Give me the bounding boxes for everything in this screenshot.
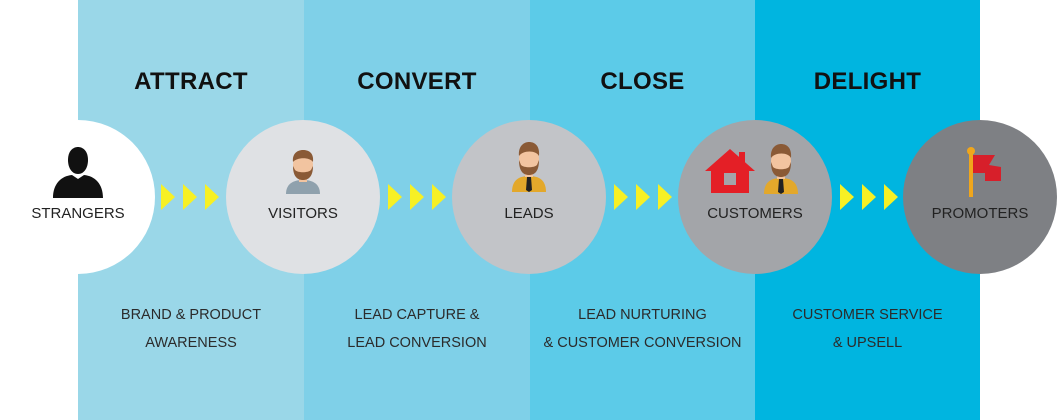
node-label: PROMOTERS [931, 205, 1029, 222]
businessman-with-tie-icon [764, 144, 798, 194]
arrow-group-1 [161, 184, 223, 210]
bearded-man-icon [286, 150, 320, 194]
house-icon [705, 149, 755, 193]
node-label: CUSTOMERS [707, 205, 803, 222]
stage-description: LEAD CAPTURE & LEAD CONVERSION [347, 307, 487, 351]
stage-description: BRAND & PRODUCT AWARENESS [120, 307, 262, 351]
stage-title: CONVERT [357, 68, 477, 95]
node-visitors: VISITORS [226, 120, 380, 274]
triple-chevron-icon [614, 184, 672, 210]
arrow-group-4 [840, 184, 902, 210]
node-label: VISITORS [268, 205, 338, 222]
node-promoters: PROMOTERS [903, 120, 1057, 274]
triple-chevron-icon [840, 184, 898, 210]
businessman-with-tie-icon [512, 142, 546, 192]
node-strangers: STRANGERS [1, 120, 155, 274]
arrow-group-2 [388, 184, 450, 210]
red-flag-icon [967, 147, 1001, 197]
triple-chevron-icon [161, 184, 219, 210]
node-customers: CUSTOMERS [678, 120, 832, 274]
node-label: STRANGERS [31, 205, 125, 222]
stage-description: CUSTOMER SERVICE & UPSELL [792, 307, 943, 351]
node-label: LEADS [504, 205, 554, 222]
triple-chevron-icon [388, 184, 446, 210]
stage-title: ATTRACT [134, 68, 248, 95]
node-leads: LEADS [452, 120, 606, 274]
arrow-group-3 [614, 184, 676, 210]
stage-title: CLOSE [600, 68, 685, 95]
stage-description: LEAD NURTURING & CUSTOMER CONVERSION [543, 307, 742, 351]
person-silhouette-icon [53, 147, 103, 198]
stage-title: DELIGHT [813, 68, 922, 95]
